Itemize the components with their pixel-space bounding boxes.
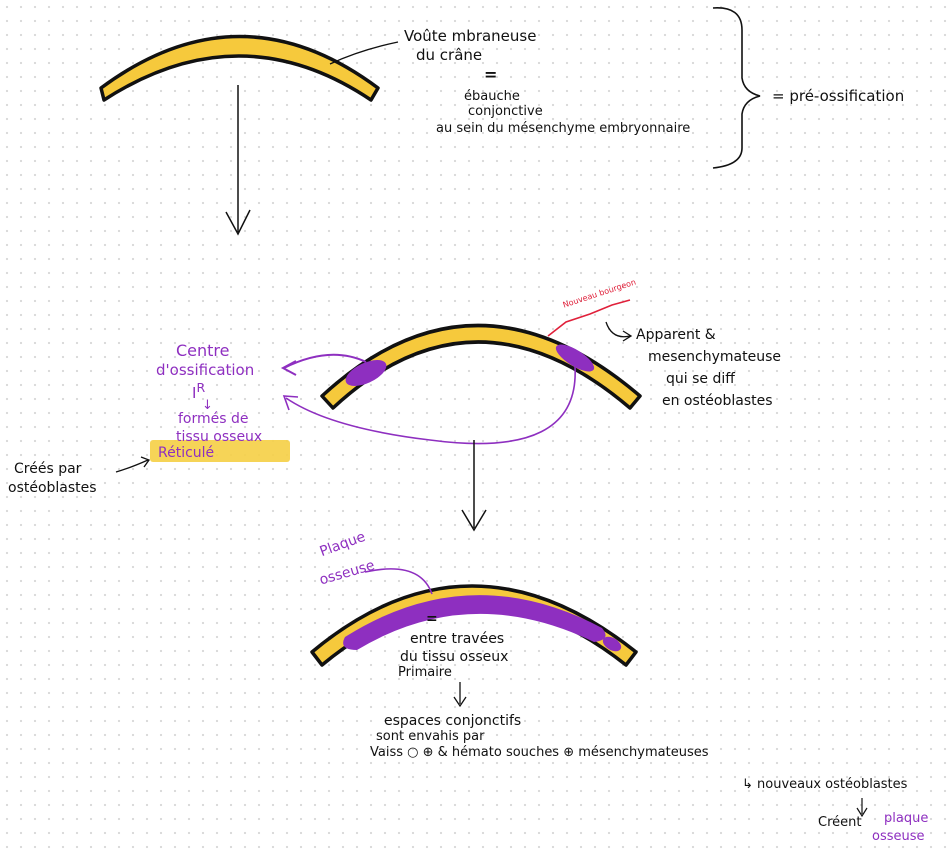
ossification-center-right [555,344,595,372]
entre-line1: entre travées [410,631,505,647]
top-label-pointer [329,41,399,65]
entre-line3: Primaire [398,665,452,680]
crees-arrow-head [140,456,151,468]
espaces-line3: Vaiss ○ ⊕ & hémato souches ⊕ mésenchymat… [370,745,709,760]
formes-line2: tissu osseux [176,429,263,445]
top-down-arrow-head [225,209,251,236]
reticule-highlight [150,440,290,462]
apparent-line1: Apparent & [636,327,716,343]
purple-arrow-upper [283,353,367,369]
arrow-to-apparent [605,321,631,338]
ebauche-line2: conjonctive [468,104,543,119]
espaces-line2: sont envahis par [376,729,485,744]
ebauche-line1: ébauche [464,89,520,104]
purple-arrow-lower-head [282,395,299,411]
bone-plate-purple [343,595,606,650]
crees-arrow [115,459,149,473]
plaque2-line1: plaque [884,811,929,826]
centre-line2: d'ossification [156,361,255,379]
middle-down-arrow-head [461,509,487,532]
entre-line2: du tissu osseux [400,649,509,665]
plaque-pointer [364,568,433,595]
centre-line3: IR [192,381,205,402]
ebauche-line3: au sein du mésenchyme embryonnaire [436,121,691,136]
bottom-down-arrow-head [453,696,467,708]
centre-line1: Centre [176,341,230,360]
arrow-to-apparent-head [622,330,633,342]
label-voute-line1: Voûte mbraneuse [404,27,537,45]
label-voute-line2: du crâne [416,46,483,64]
centre-roman: I [192,384,197,402]
equals-sign: = [484,65,498,84]
pre-ossification-label: = pré-ossification [772,87,905,105]
ossification-center-left [345,360,387,386]
espaces-line1: espaces conjonctifs [384,713,522,729]
bone-plate-tip [602,636,622,652]
nouveaux-osteoblastes: ↳ nouveaux ostéoblastes [742,777,908,792]
curly-bracket [712,7,761,169]
centre-superscript: R [196,380,206,395]
formes-line3: Réticulé [158,445,215,461]
crees-line1: Créés par [14,461,82,477]
top-skull-vault-arc [99,34,380,102]
crees-line2: ostéoblastes [8,480,97,496]
entre-equals: = [426,611,438,627]
formes-line1: formés de [178,411,249,427]
creent-label: Créent [818,815,862,830]
apparent-line4: en ostéoblastes [662,393,773,409]
apparent-line3: qui se diff [666,371,735,387]
centre-down-mark: ↓ [202,398,213,413]
plaque2-line2: osseuse [872,829,925,844]
red-scribble [547,299,631,337]
creent-arrow-head [856,807,868,818]
apparent-line2: mesenchymateuse [648,349,781,365]
purple-arrow-upper-head [280,360,297,376]
purple-arrow-lower [285,366,576,445]
